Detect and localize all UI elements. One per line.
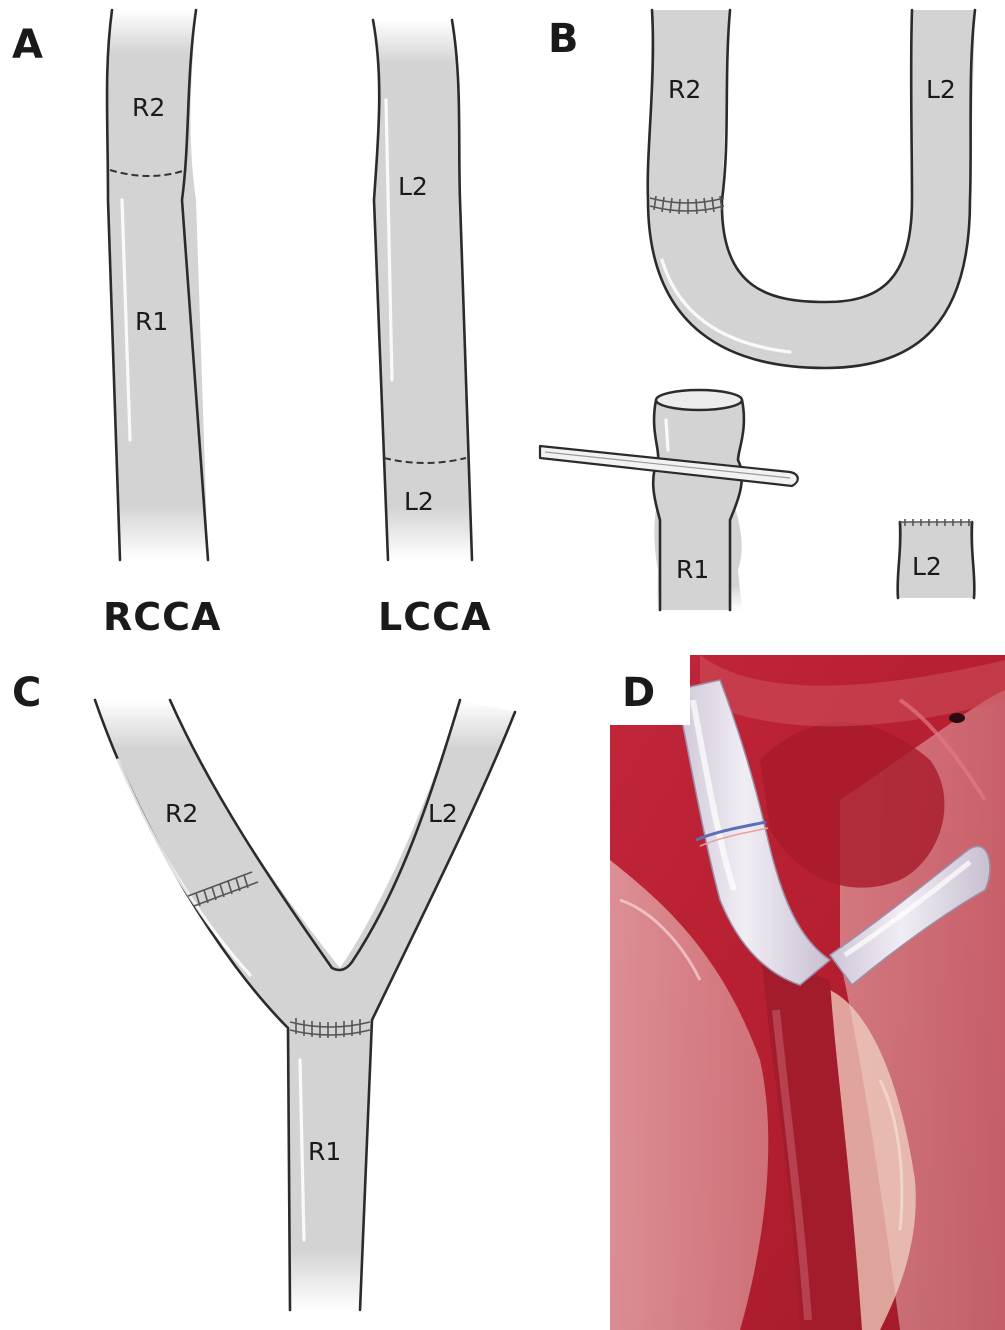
l2-stump-label: L2 [912,552,942,581]
y-graft-vessel [95,700,515,1310]
trunk-label: R1 [308,1137,341,1166]
panel-c: C R2 L2 R1 [12,670,515,1310]
panel-a-letter: A [12,22,43,68]
loop-right-label: L2 [926,75,956,104]
loop-left-label: R2 [668,75,701,104]
panel-b: B R2 L2 R1 [540,10,975,610]
panel-c-letter: C [12,670,41,716]
lcca-title: LCCA [378,595,491,639]
u-loop-vessel [648,10,975,368]
right-branch-label: L2 [428,799,458,828]
left-branch-label: R2 [165,799,198,828]
lcca-upper-label: L2 [398,172,428,201]
rcca-upper-label: R2 [132,93,165,122]
panel-d: D [600,650,1005,1330]
lcca-lower-label: L2 [404,487,434,516]
surgical-photo [600,650,1005,1330]
rcca-lower-label: R1 [135,307,168,336]
clamped-r1-label: R1 [676,555,709,584]
lcca-vessel [373,20,472,560]
panel-a: A R2 R1 RCCA L2 L2 LCCA [12,10,491,639]
panel-d-letter: D [622,670,655,716]
rcca-title: RCCA [103,595,221,639]
panel-b-letter: B [548,16,579,62]
